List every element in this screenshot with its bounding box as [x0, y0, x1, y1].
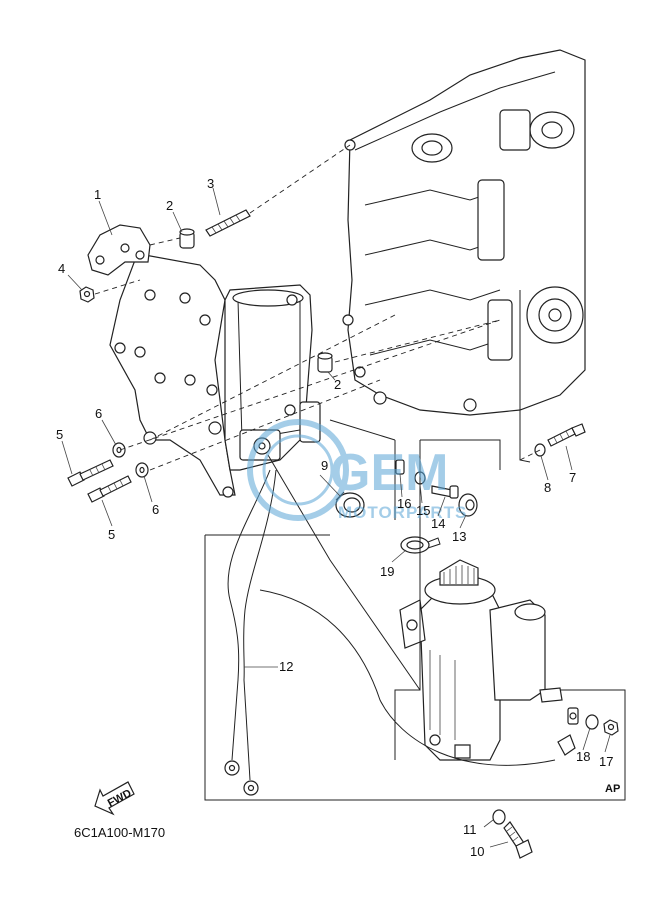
callout-17: 17: [599, 754, 613, 769]
clamp-19: [400, 536, 441, 554]
group-frame: [204, 419, 626, 801]
callout-2-lower: 2: [334, 377, 341, 392]
cap-13: [458, 493, 478, 517]
callout-11: 11: [463, 822, 477, 837]
nut-17: [603, 719, 619, 736]
callout-14: 14: [431, 516, 445, 531]
callout-8: 8: [544, 480, 551, 495]
callout-15: 15: [416, 503, 430, 518]
washer-18: [585, 714, 599, 730]
ap-label: AP: [605, 783, 620, 795]
callout-1: 1: [94, 187, 101, 202]
callout-18: 18: [576, 749, 590, 764]
collar-lower: [317, 352, 333, 373]
bracket-plate: [87, 224, 151, 276]
callout-6-upper: 6: [95, 406, 102, 421]
bolt-10: [503, 821, 533, 859]
starter-motor: [399, 559, 563, 761]
washer-11: [492, 809, 506, 825]
washer-6-lower: [135, 462, 149, 478]
nut-4: [79, 286, 95, 303]
callout-7: 7: [569, 470, 576, 485]
stud-bolt: [205, 209, 251, 237]
callout-9: 9: [321, 458, 328, 473]
bolt-5-upper: [67, 459, 114, 487]
callout-16: 16: [397, 496, 411, 511]
cable-terminal: [557, 707, 579, 756]
diagram-ref-code: 6C1A100-M170: [74, 825, 165, 840]
callout-12: 12: [279, 659, 293, 674]
washer-6-upper: [112, 442, 126, 458]
alignment-lines: [94, 144, 541, 471]
callout-5-upper: 5: [56, 427, 63, 442]
engine-block: [342, 49, 586, 463]
watermark-sub: MOTORPARTS: [338, 503, 467, 522]
callout-4: 4: [58, 261, 65, 276]
callout-5-lower: 5: [108, 527, 115, 542]
fwd-label: FWD: [106, 787, 134, 809]
callout-3: 3: [207, 176, 214, 191]
callout-13: 13: [452, 529, 466, 544]
callout-19: 19: [380, 564, 394, 579]
fwd-arrow-icon: FWD: [94, 781, 135, 816]
callout-10: 10: [470, 844, 484, 859]
collar-upper: [179, 228, 195, 249]
bolt-7: [547, 423, 586, 447]
battery-cable-12: [224, 454, 556, 796]
callout-6-lower: 6: [152, 502, 159, 517]
watermark: GEM MOTORPARTS: [247, 419, 467, 522]
watermark-brand: GEM: [330, 444, 448, 502]
bolt-5-lower: [87, 475, 132, 503]
callout-2-upper: 2: [166, 198, 173, 213]
bolt-14: [431, 485, 459, 499]
callouts: 1 2 3 4 5 6 6 5 2 9 16 15 14 13 8 7 19 1…: [56, 176, 613, 859]
leader-lines: [61, 187, 611, 848]
mounting-bracket: [109, 254, 321, 498]
